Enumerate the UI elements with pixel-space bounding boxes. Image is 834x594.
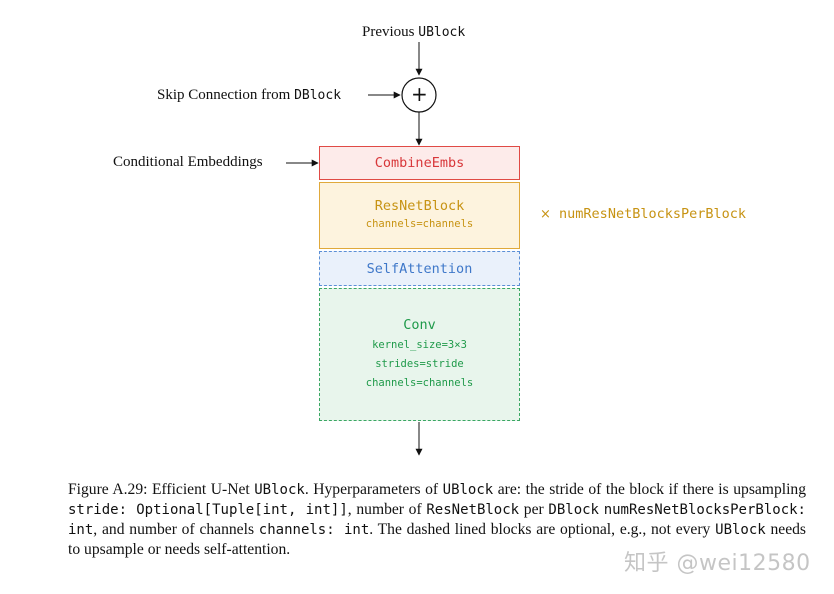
caption-code: stride: Optional[Tuple[int, int]] xyxy=(68,502,348,518)
sum-symbol: + xyxy=(411,82,428,106)
caption-code: ResNetBlock xyxy=(426,502,520,518)
caption-code: UBlock xyxy=(442,482,494,498)
caption-text: . The dashed lined blocks are optional, … xyxy=(369,521,716,538)
caption-code: UBlock xyxy=(715,522,766,538)
combine-embs-block: CombineEmbs xyxy=(319,146,520,180)
caption-code: DBlock xyxy=(548,502,599,518)
conv-title: Conv xyxy=(403,317,436,333)
figure-caption: Figure A.29: Efficient U-Net UBlock. Hyp… xyxy=(68,480,806,560)
previous-ublock-label: Previous UBlock xyxy=(362,23,465,42)
resnet-repeat-label: × numResNetBlocksPerBlock xyxy=(540,206,746,222)
combine-embs-title: CombineEmbs xyxy=(374,155,465,171)
caption-text: are: the stride of the block if there is… xyxy=(493,481,806,498)
zhihu-watermark: 知乎 @wei12580 xyxy=(624,551,811,576)
previous-ublock-code: UBlock xyxy=(418,25,466,40)
caption-text: needs to upsample or needs self-attentio… xyxy=(68,521,807,558)
caption-code: numResNetBlocksPerBlock: int xyxy=(68,502,806,538)
caption-code: UBlock xyxy=(254,482,305,498)
repeat-times-symbol: × xyxy=(540,207,551,222)
skip-connection-label: Skip Connection from DBlock xyxy=(157,86,341,105)
conv-param-channels: channels=channels xyxy=(365,377,474,389)
caption-text: , number of xyxy=(347,501,427,518)
resnet-block-title: ResNetBlock xyxy=(374,198,465,214)
caption-text: , and number of channels xyxy=(93,521,259,538)
self-attention-block: SelfAttention xyxy=(319,251,520,286)
caption-text: . Hyperparameters of xyxy=(304,481,443,498)
previous-ublock-text: Previous xyxy=(362,24,419,40)
self-attention-title: SelfAttention xyxy=(366,260,473,277)
caption-text: per xyxy=(519,501,549,518)
conv-param-strides: strides=stride xyxy=(375,358,464,370)
conv-param-kernel-size: kernel_size=3×3 xyxy=(372,339,467,351)
caption-code: channels: int xyxy=(258,522,370,538)
conv-block: Conv kernel_size=3×3 strides=stride chan… xyxy=(319,288,520,421)
conditional-embeddings-label: Conditional Embeddings xyxy=(113,154,263,170)
resnet-block-param: channels=channels xyxy=(365,218,474,230)
caption-text: Figure A.29: Efficient U-Net xyxy=(68,481,255,498)
repeat-count-code: numResNetBlocksPerBlock xyxy=(559,206,746,222)
resnet-block: ResNetBlock channels=channels xyxy=(319,182,520,249)
skip-connection-code: DBlock xyxy=(294,88,342,103)
skip-connection-text: Skip Connection from xyxy=(157,87,295,103)
